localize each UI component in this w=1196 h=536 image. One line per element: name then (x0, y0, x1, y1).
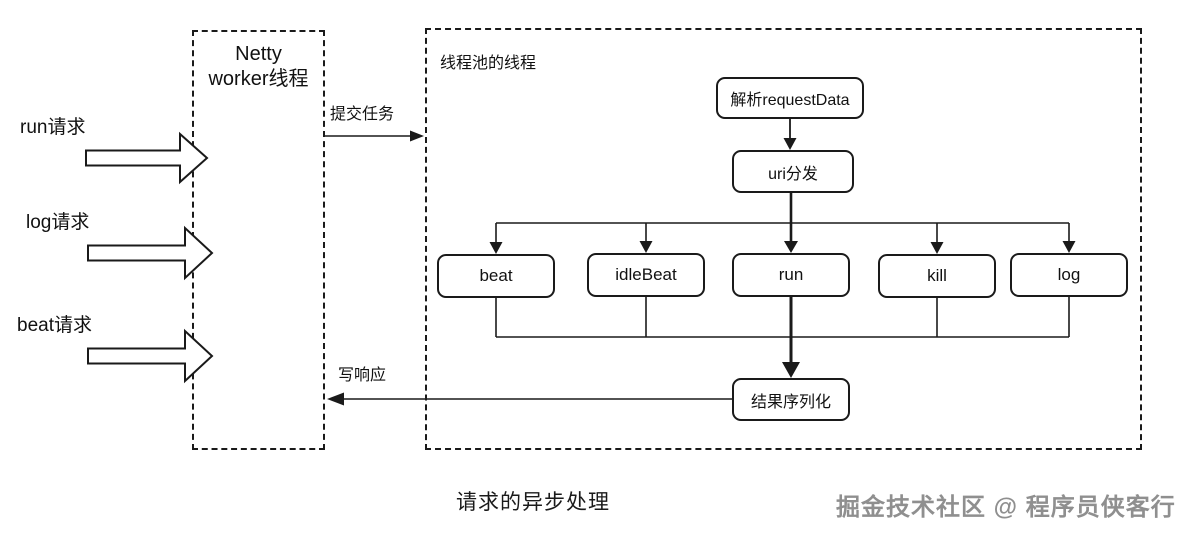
request-label-beat: beat请求 (17, 315, 92, 336)
write-response-label: 写响应 (338, 367, 387, 384)
netty-lane-title: Netty worker线程 (192, 42, 325, 92)
write-response-arrow (327, 392, 732, 406)
node-handler-run: run (732, 253, 850, 297)
block-arrow-log-icon (87, 225, 214, 281)
branch-to-kill-arrow (930, 223, 944, 254)
thread-pool-lane (425, 28, 1142, 450)
dispatch-branch-connector (496, 193, 1069, 224)
parse-to-dispatch-arrow (783, 119, 797, 150)
node-handler-log: log (1010, 253, 1128, 297)
request-label-log: log请求 (26, 212, 90, 233)
netty-lane-title-line1: Netty (235, 43, 282, 65)
node-uri-dispatch: uri分发 (732, 150, 854, 193)
branch-to-beat-arrow (489, 223, 503, 254)
node-result-serialize: 结果序列化 (732, 378, 850, 421)
watermark-text: 掘金技术社区 @ 程序员侠客行 (836, 494, 1176, 521)
collect-to-serialize-arrow (782, 297, 800, 378)
submit-task-label: 提交任务 (330, 106, 395, 123)
node-handler-beat: beat (437, 254, 555, 298)
node-parse-request-data: 解析requestData (716, 77, 864, 119)
block-arrow-run-icon (85, 131, 209, 185)
netty-lane-title-line2: worker线程 (208, 68, 309, 90)
branch-to-run-arrow (784, 223, 798, 253)
pool-lane-title: 线程池的线程 (440, 55, 537, 72)
request-label-run: run请求 (20, 117, 86, 138)
branch-to-log-arrow (1062, 223, 1076, 253)
branch-to-idlebeat-arrow (639, 223, 653, 253)
node-handler-kill: kill (878, 254, 996, 298)
node-handler-idlebeat: idleBeat (587, 253, 705, 297)
diagram-caption: 请求的异步处理 (456, 491, 610, 514)
submit-task-arrow (324, 130, 424, 142)
block-arrow-beat-icon (87, 328, 214, 384)
collect-connectors (495, 297, 1070, 338)
